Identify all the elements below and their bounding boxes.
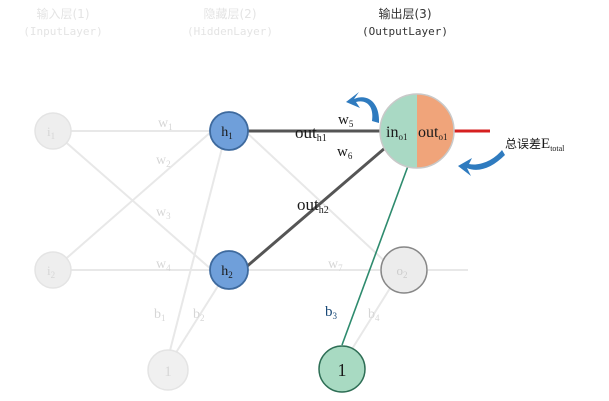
output-layer-subtitle: (OutputLayer)	[362, 25, 448, 38]
edge-h1-o2	[244, 130, 393, 269]
backprop-arrow-right	[458, 150, 505, 176]
svg-text:1: 1	[338, 360, 347, 380]
label-w3: w3	[156, 205, 171, 221]
label-b3: b3	[325, 304, 338, 321]
label-w1: w1	[158, 116, 173, 132]
edge-bias1-h1	[164, 147, 223, 371]
active-labels: outh1 outh2 w5 w6 b3	[295, 112, 354, 321]
svg-text:1: 1	[164, 364, 172, 380]
label-w2: w2	[156, 153, 171, 169]
svg-text:i1: i1	[47, 124, 55, 141]
svg-text:i2: i2	[47, 263, 55, 280]
node-i1: i1	[34, 112, 72, 150]
label-b4: b4	[368, 307, 380, 323]
node-h2: h2	[209, 250, 249, 290]
svg-text:h1: h1	[221, 125, 233, 141]
layer-header-hidden: 隐藏层(2) (HiddenLayer)	[187, 7, 273, 38]
node-o1-out-label: outo1	[418, 124, 447, 142]
label-b2: b2	[193, 307, 205, 323]
output-layer-title: 输出层(3)	[379, 6, 432, 21]
svg-text:h2: h2	[221, 264, 233, 280]
label-out-h2: outh2	[297, 195, 329, 216]
hidden-layer-title: 隐藏层(2)	[204, 7, 257, 21]
layer-header-input: 输入层(1) (InputLayer)	[23, 6, 102, 38]
layer-header-output: 输出层(3) (OutputLayer)	[362, 6, 448, 38]
node-bias2: 1	[318, 345, 366, 393]
total-error-label: 总误差Etotal	[505, 136, 565, 153]
faded-weight-labels: w1 w2 w3 w4 b1 b2 w7 b4	[154, 116, 380, 323]
input-layer-subtitle: (InputLayer)	[23, 25, 102, 38]
node-bias1: 1	[147, 349, 189, 391]
label-b1: b1	[154, 307, 166, 323]
node-o2: o2	[380, 246, 428, 294]
node-o1-in-label: ino1	[386, 124, 407, 142]
label-w6: w6	[337, 144, 353, 161]
svg-text:总误差Etotal: 总误差Etotal	[505, 136, 565, 153]
label-w5: w5	[338, 112, 354, 129]
node-i2: i2	[34, 251, 72, 289]
edge-i2-h1	[52, 130, 213, 271]
hidden-layer-subtitle: (HiddenLayer)	[187, 25, 273, 38]
backprop-arrow-top	[346, 92, 380, 123]
node-o1: ino1 outo1	[379, 93, 455, 169]
label-out-h1: outh1	[295, 123, 327, 144]
label-w7: w7	[328, 257, 343, 273]
label-w4: w4	[156, 257, 171, 273]
active-connections	[244, 129, 490, 346]
edge-bias2-o1	[341, 165, 409, 346]
node-h1: h1	[209, 111, 249, 151]
input-layer-title: 输入层(1)	[37, 6, 90, 21]
edge-h2-o1	[244, 146, 386, 270]
svg-text:o2: o2	[397, 263, 408, 280]
